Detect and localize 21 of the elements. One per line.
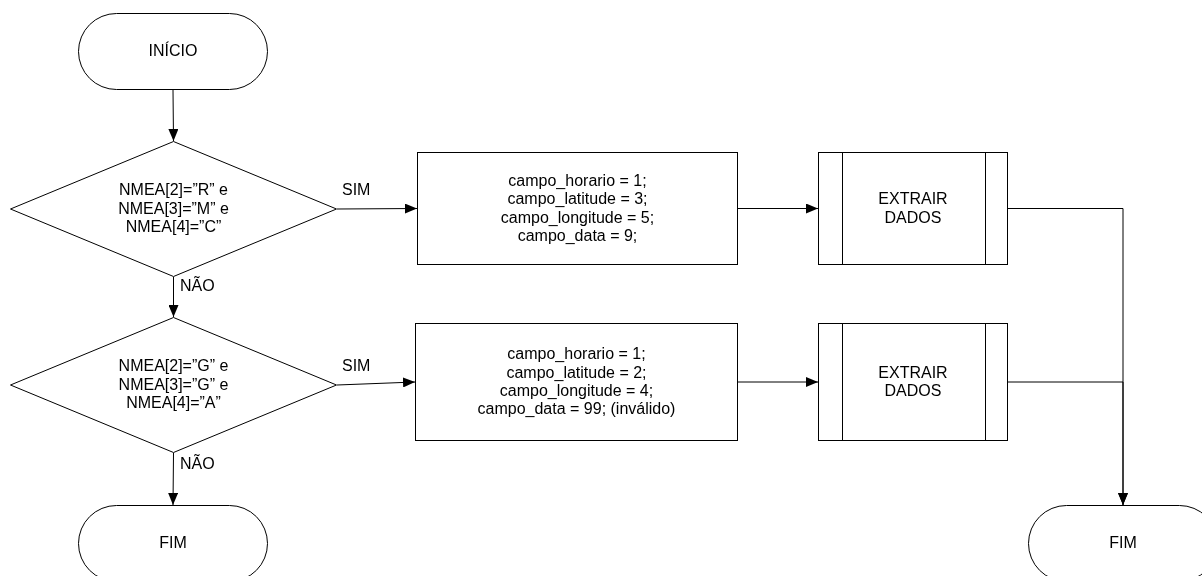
arrow xyxy=(168,276,179,318)
arrow xyxy=(737,377,819,387)
node-text: campo_horario = 1; campo_latitude = 2; campo_longitude = 4; campo_data = 99; (inválido) xyxy=(476,345,677,419)
node-text: FIM xyxy=(1109,534,1137,553)
edge-label: NÃO xyxy=(180,277,215,295)
arrow xyxy=(336,203,418,214)
edge-label: NÃO xyxy=(180,455,215,473)
node-text: INÍCIO xyxy=(148,42,198,61)
edge-label: SIM xyxy=(342,357,371,375)
edge-label: SIM xyxy=(342,181,371,199)
node-text: campo_horario = 1; campo_latitude = 3; campo_longitude = 5; campo_data = 9; xyxy=(499,171,656,246)
node-text: NMEA[2]=”R” e NMEA[3]=”M” e NMEA[4]=”C” xyxy=(117,181,230,237)
arrow xyxy=(336,377,416,388)
node-text: NMEA[2]=”G” e NMEA[3]=”G” e NMEA[4]=”A” xyxy=(117,357,230,413)
arrow xyxy=(737,203,819,214)
node-text: EXTRAIR DADOS xyxy=(877,363,949,401)
arrow xyxy=(168,89,179,142)
node-text: FIM xyxy=(159,534,187,553)
arrow xyxy=(168,452,179,506)
node-text: EXTRAIR DADOS xyxy=(877,190,949,227)
arrow xyxy=(1007,381,1128,506)
